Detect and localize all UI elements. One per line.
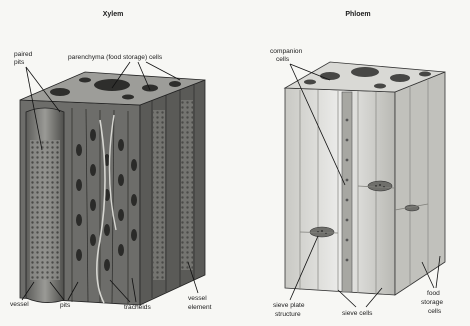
label-vessel-element-line1: vessel	[188, 295, 207, 302]
label-food-storage-line1: food	[427, 290, 440, 297]
phloem-title: Phloem	[345, 11, 370, 18]
label-vessel: vessel	[10, 301, 29, 308]
label-companion-cells-line2: cells	[276, 56, 290, 63]
label-paired-pits-line1: paired	[14, 51, 33, 58]
label-pits: pits	[60, 302, 71, 309]
label-food-storage-line2: storage	[421, 299, 443, 306]
label-sieve-plate-line1: sieve plate	[273, 302, 305, 309]
phloem-panel: Phloem	[270, 11, 445, 318]
xylem-block-illustration	[20, 72, 205, 305]
label-tracheids: tracheids	[124, 304, 151, 311]
label-companion-cells-line1: companion	[270, 48, 303, 55]
label-sieve-plate-line2: structure	[275, 311, 301, 318]
label-food-storage-line3: cells	[428, 308, 442, 315]
label-paired-pits-line2: pits	[14, 59, 25, 66]
xylem-panel: Xylem	[10, 11, 212, 311]
phloem-block-illustration	[285, 62, 445, 295]
label-vessel-element-line2: element	[188, 304, 212, 311]
xylem-title: Xylem	[103, 11, 124, 18]
label-sieve-cells: sieve cells	[342, 310, 373, 317]
label-parenchyma-cells: parenchyma (food storage) cells	[68, 54, 163, 61]
